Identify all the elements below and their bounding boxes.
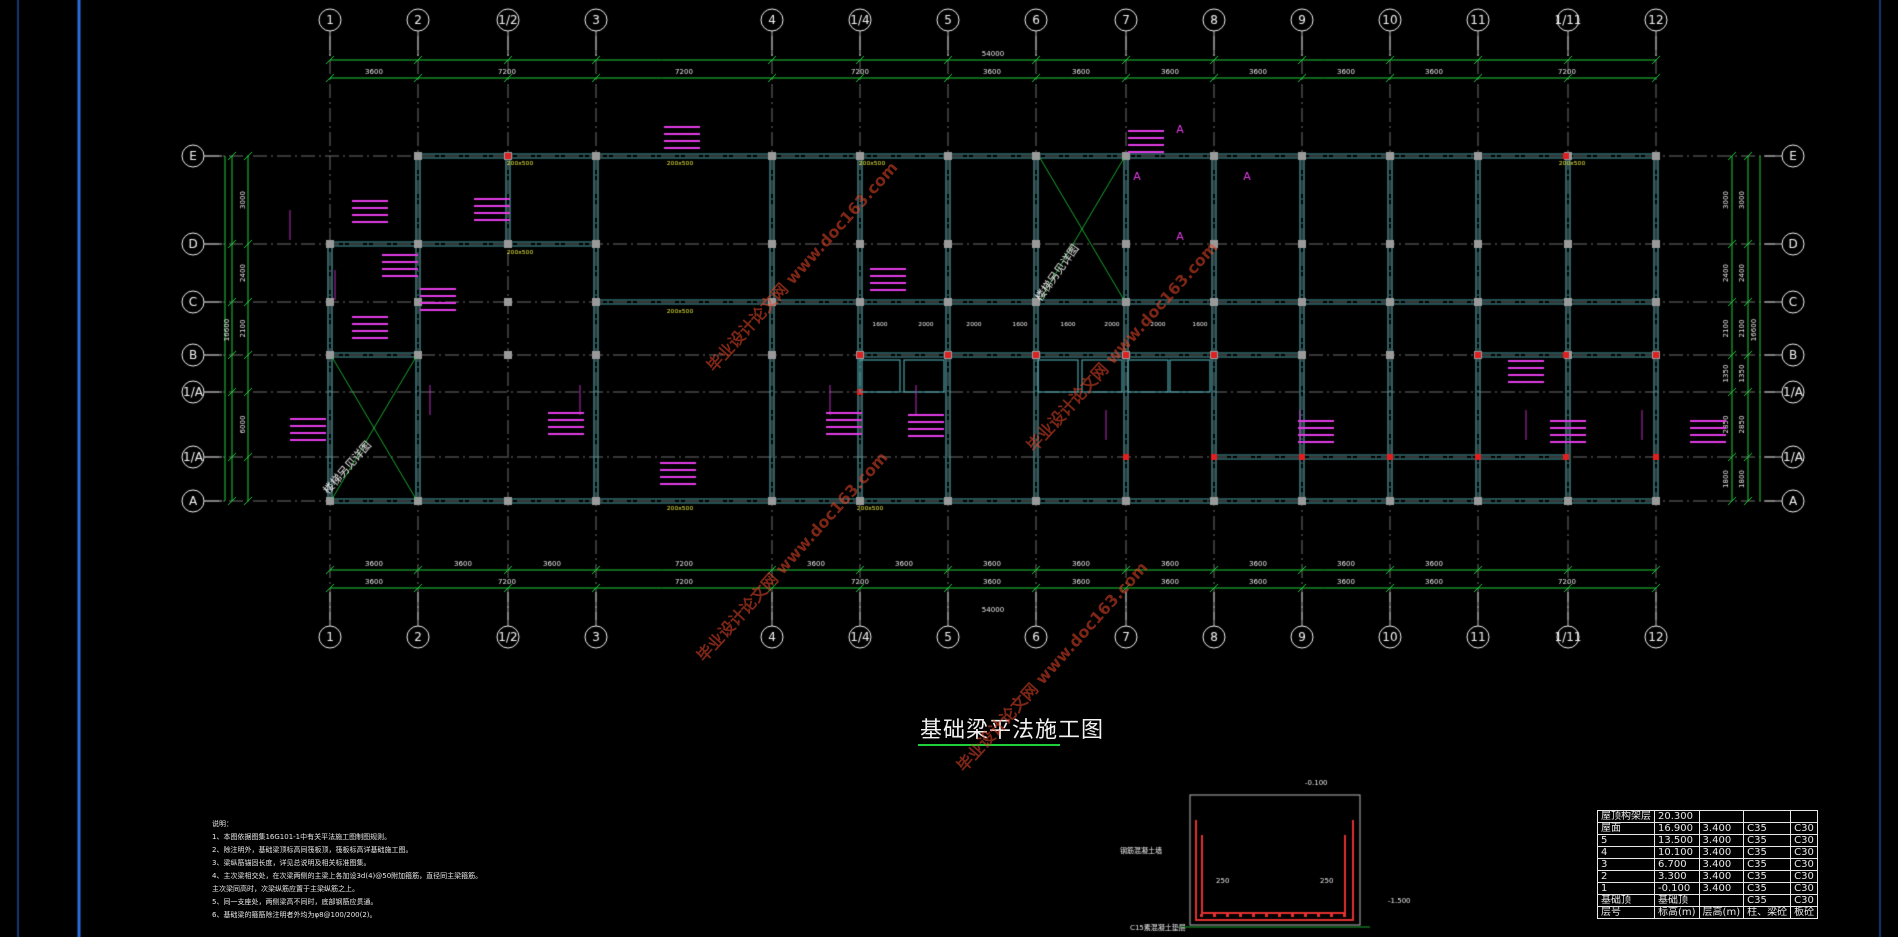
- table-cell: 柱、梁砼: [1743, 906, 1792, 919]
- table-cell: 3.400: [1698, 834, 1745, 847]
- notes-heading: 说明：: [212, 820, 233, 828]
- table-cell: C30: [1790, 834, 1819, 847]
- table-cell: 2: [1597, 870, 1655, 883]
- table-cell: 3.400: [1698, 846, 1745, 859]
- table-cell: C35: [1743, 882, 1792, 895]
- table-cell: 13.500: [1654, 834, 1700, 847]
- table-cell: C35: [1743, 858, 1792, 871]
- table-row: 1 -0.100 3.400 C35 C30: [1597, 882, 1819, 895]
- notes-line: 1、本图依据图集16G101-1中有关平法施工图制图规则。: [212, 833, 392, 841]
- table-row: 屋顶构架层 20.300: [1597, 810, 1819, 823]
- table-cell: C30: [1790, 858, 1819, 871]
- notes-line: 6、基础梁的箍筋除注明者外均为φ8@100/200(2)。: [212, 911, 377, 919]
- table-cell: 6.700: [1654, 858, 1700, 871]
- notes-line: 主次梁同高时，次梁纵筋应置于主梁纵筋之上。: [212, 885, 359, 893]
- table-cell: 3.300: [1654, 870, 1700, 883]
- table-cell: 3.400: [1698, 882, 1745, 895]
- table-row: 2 3.300 3.400 C35 C30: [1597, 870, 1819, 883]
- table-cell: C30: [1790, 894, 1819, 907]
- table-row: 5 13.500 3.400 C35 C30: [1597, 834, 1819, 847]
- table-cell: 3.400: [1698, 858, 1745, 871]
- table-cell: C30: [1790, 882, 1819, 895]
- table-row: 3 6.700 3.400 C35 C30: [1597, 858, 1819, 871]
- table-cell: C35: [1743, 834, 1792, 847]
- floor-elevation-table: 屋顶构架层 20.300 屋面 16.900 3.400 C35 C30 5 1…: [1597, 810, 1819, 919]
- table-cell: C35: [1743, 822, 1792, 835]
- table-cell: C35: [1743, 870, 1792, 883]
- table-cell: 10.100: [1654, 846, 1700, 859]
- notes-line: 5、同一支座处，两侧梁高不同时，底部钢筋应贯通。: [212, 898, 378, 906]
- design-notes: 说明： 1、本图依据图集16G101-1中有关平法施工图制图规则。 2、除注明外…: [212, 818, 482, 922]
- table-cell: [1698, 894, 1745, 907]
- table-row: 4 10.100 3.400 C35 C30: [1597, 846, 1819, 859]
- table-row: 基础顶 基础顶 C35 C30: [1597, 894, 1819, 907]
- table-cell: 板砼: [1790, 906, 1819, 919]
- table-cell: 1: [1597, 882, 1655, 895]
- notes-line: 3、梁纵筋锚固长度，详见总说明及相关标准图集。: [212, 859, 371, 867]
- table-cell: -0.100: [1654, 882, 1700, 895]
- notes-line: 4、主次梁相交处，在次梁两侧的主梁上各加设3d(4)@50附加箍筋，直径同主梁箍…: [212, 872, 483, 880]
- table-cell: C30: [1790, 846, 1819, 859]
- table-cell: 层高(m): [1698, 906, 1745, 919]
- table-cell: C35: [1743, 846, 1792, 859]
- table-cell: C30: [1790, 822, 1819, 835]
- table-cell: 3.400: [1698, 822, 1745, 835]
- page-title: 基础梁平法施工图: [920, 718, 1105, 743]
- title-underline: [918, 744, 1060, 746]
- table-row: 层号 标高(m) 层高(m) 柱、梁砼 板砼: [1597, 906, 1819, 919]
- table-cell: 5: [1597, 834, 1655, 847]
- table-row: 屋面 16.900 3.400 C35 C30: [1597, 822, 1819, 835]
- table-cell: 16.900: [1654, 822, 1700, 835]
- table-cell: 基础顶: [1597, 894, 1655, 907]
- table-cell: 20.300: [1654, 810, 1700, 823]
- table-cell: C30: [1790, 870, 1819, 883]
- table-cell: 标高(m): [1654, 906, 1700, 919]
- table-cell: 屋顶构架层: [1597, 810, 1655, 823]
- table-cell: 4: [1597, 846, 1655, 859]
- table-cell: 屋面: [1597, 822, 1655, 835]
- notes-line: 2、除注明外，基础梁顶标高同筏板顶，筏板标高详基础施工图。: [212, 846, 413, 854]
- table-cell: C35: [1743, 894, 1792, 907]
- table-cell: 层号: [1597, 906, 1655, 919]
- table-cell: 3.400: [1698, 870, 1745, 883]
- table-cell: 基础顶: [1654, 894, 1700, 907]
- table-cell: 3: [1597, 858, 1655, 871]
